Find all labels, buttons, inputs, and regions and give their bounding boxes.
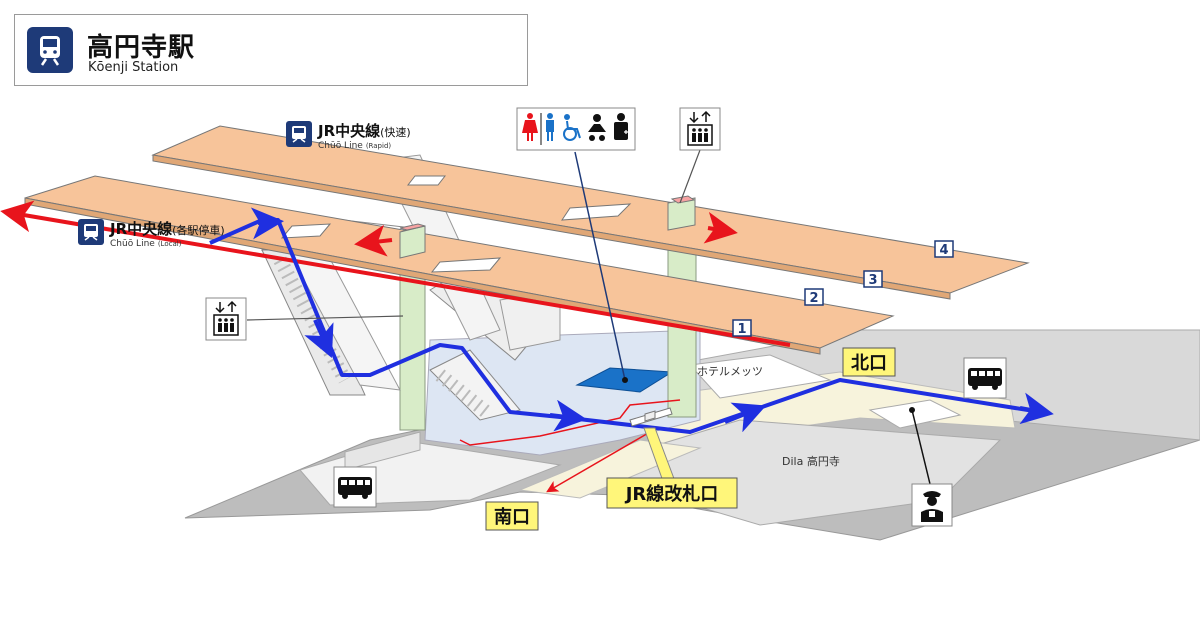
leader-elevator-rapid xyxy=(679,149,701,204)
svg-text:Chūō Line(Local): Chūō Line(Local) xyxy=(110,239,182,249)
leader-toilet xyxy=(574,151,626,381)
north-exit-label: 北口 xyxy=(842,347,896,377)
elevator-icon xyxy=(679,107,721,151)
station-name-roman: Kōenji Station xyxy=(88,60,179,75)
line-label-local: JR中央線(各駅停車) Chūō Line(Local) xyxy=(78,219,225,249)
platform-number-4: 4 xyxy=(939,243,948,258)
platform-badge-3: 3 xyxy=(863,270,883,288)
train-icon xyxy=(27,27,73,73)
station-name: 高円寺駅 xyxy=(87,33,196,63)
platform-badge-4: 4 xyxy=(934,240,954,258)
elevator-icon xyxy=(205,297,247,341)
platform-number-2: 2 xyxy=(809,291,818,306)
train-icon xyxy=(84,224,98,241)
elevator-shaft-rapid xyxy=(667,195,696,231)
local-line-en: Chūō Line xyxy=(110,239,155,249)
hotel-block xyxy=(688,354,832,399)
leader-staff-dot xyxy=(909,407,915,413)
rapid-line-type: (快速) xyxy=(380,126,411,139)
svg-text:JR中央線(各駅停車): JR中央線(各駅停車) xyxy=(109,220,225,238)
south-building-left xyxy=(344,431,421,471)
ticket-gate-text: JR線改札口 xyxy=(624,483,719,505)
bus-icon xyxy=(963,357,1007,399)
hotel-label: ホテルメッツ xyxy=(697,365,763,378)
platform-badge-2: 2 xyxy=(804,288,824,306)
local-line-en-type: (Local) xyxy=(158,240,182,248)
route-blue-arrow-down xyxy=(304,319,334,358)
north-building xyxy=(868,399,962,429)
rapid-line-name: JR中央線 xyxy=(317,122,380,140)
route-red-local-arrow xyxy=(354,224,393,257)
ticket-gates xyxy=(629,407,673,427)
route-blue-arrow-up xyxy=(250,207,284,240)
south-exit-text: 南口 xyxy=(494,506,530,528)
station-staff-icon xyxy=(911,483,953,527)
leader-toilet-dot xyxy=(622,377,628,383)
local-line-type: (各駅停車) xyxy=(172,223,225,237)
toilet-icon xyxy=(516,107,636,151)
leader-staff xyxy=(911,409,931,485)
svg-text:JR中央線(快速): JR中央線(快速) xyxy=(317,122,411,140)
station-title-box: 高円寺駅 Kōenji Station xyxy=(14,14,528,86)
leader-elevator-local xyxy=(246,315,404,321)
north-exit-text: 北口 xyxy=(851,353,887,374)
route-blue-arrow-mid xyxy=(549,399,587,432)
platform-rapid xyxy=(151,125,1030,300)
platform-badge-1: 1 xyxy=(732,319,752,337)
rapid-line-en-type: (Rapid) xyxy=(366,142,392,150)
rapid-line-en: Chūō Line xyxy=(318,141,363,151)
route-blue-arrow-end xyxy=(1019,392,1054,425)
route-red-local-line xyxy=(0,200,791,347)
dila-label: Dila 高円寺 xyxy=(782,454,840,468)
local-line-name: JR中央線 xyxy=(109,220,172,238)
elevator-shaft-local xyxy=(399,223,426,259)
bus-icon xyxy=(333,466,377,508)
platform-number-1: 1 xyxy=(737,322,746,337)
route-red-rapid-arrow xyxy=(703,211,738,244)
ticket-gate-label: JR線改札口 xyxy=(606,477,738,509)
route-red-south xyxy=(546,431,651,493)
svg-text:Chūō Line(Rapid): Chūō Line(Rapid) xyxy=(318,141,391,151)
pillar-left xyxy=(399,267,426,431)
route-blue-arrow-ne xyxy=(724,402,767,433)
train-icon xyxy=(292,126,306,143)
south-exit-label: 南口 xyxy=(485,501,539,531)
line-label-rapid: JR中央線(快速) Chūō Line(Rapid) xyxy=(286,121,411,151)
wheelchair-icon xyxy=(563,114,581,141)
platform-number-3: 3 xyxy=(868,273,877,288)
